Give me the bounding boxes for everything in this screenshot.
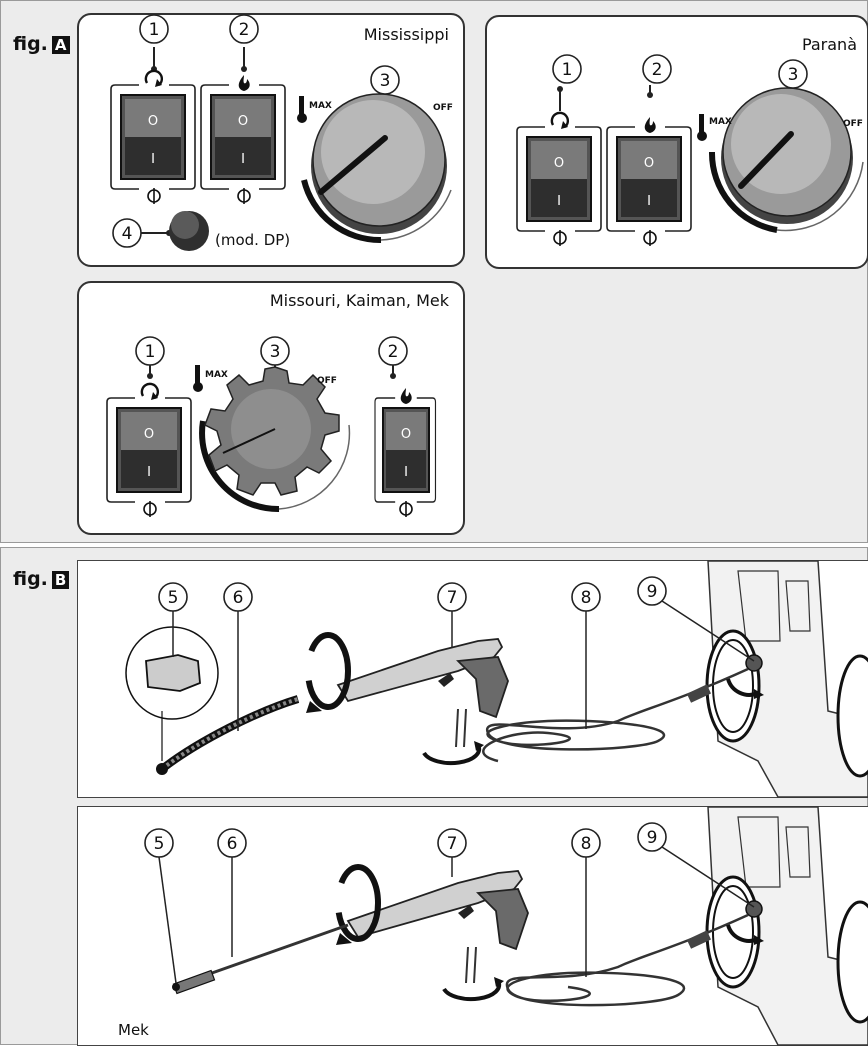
svg-text:2: 2: [239, 20, 250, 40]
pump-switch[interactable]: 1 O I: [106, 336, 192, 517]
dp-button[interactable]: 4 (mod. DP): [112, 211, 290, 251]
rotate-arrow-icon: [550, 111, 570, 128]
svg-text:O: O: [554, 156, 564, 171]
panel-title-missouri: Missouri, Kaiman, Mek: [269, 291, 449, 310]
mississippi-controls: 1 O I 2 O I: [110, 14, 453, 251]
svg-text:OFF: OFF: [317, 376, 337, 386]
parana-controls: 1 O I 2 O I: [516, 54, 864, 246]
mod-dp-label: (mod. DP): [215, 231, 290, 249]
pump-switch[interactable]: 1 O I: [110, 14, 196, 204]
svg-text:2: 2: [652, 60, 663, 80]
svg-text:I: I: [147, 465, 151, 480]
spray-gun[interactable]: [346, 870, 529, 1002]
figure-a-label: fig.A: [13, 33, 70, 55]
callouts-mek: 5 6 7 8 9: [144, 822, 755, 984]
temperature-dial[interactable]: 3 MAX OFF: [297, 65, 453, 244]
svg-text:I: I: [241, 152, 245, 167]
panel-title-parana: Paranà: [801, 35, 857, 54]
svg-text:5: 5: [168, 588, 179, 608]
nozzle-detail: [125, 626, 219, 761]
pump-switch[interactable]: 1 O I: [516, 54, 602, 246]
missouri-controls: 1 O I 3: [106, 336, 437, 517]
svg-text:8: 8: [581, 834, 592, 854]
svg-text:3: 3: [788, 65, 799, 85]
panel-parana: Paranà 1 O I 2: [485, 15, 868, 269]
thermometer-icon: [297, 96, 307, 123]
svg-text:9: 9: [647, 582, 658, 602]
rotate-arrow-icon: [144, 69, 164, 86]
svg-text:I: I: [647, 194, 651, 209]
figure-a-label-text: fig.: [13, 33, 48, 55]
svg-text:O: O: [401, 427, 411, 442]
callout-1: [139, 14, 169, 44]
svg-text:7: 7: [447, 834, 458, 854]
spray-gun[interactable]: [336, 638, 509, 766]
svg-text:O: O: [148, 114, 158, 129]
svg-text:6: 6: [233, 588, 244, 608]
svg-text:1: 1: [145, 342, 156, 362]
burner-switch[interactable]: 2 O I: [200, 14, 286, 204]
power-standby-icon: [237, 188, 251, 204]
svg-text:O: O: [238, 114, 248, 129]
svg-text:5: 5: [154, 834, 165, 854]
power-standby-icon: [143, 501, 157, 517]
svg-text:MAX: MAX: [309, 101, 332, 111]
thermometer-icon: [697, 114, 707, 141]
panel-mississippi: Mississippi 1 O I: [77, 13, 465, 267]
power-standby-icon: [553, 230, 567, 246]
figure-b-section: fig.B: [0, 547, 868, 1046]
svg-text:I: I: [557, 194, 561, 209]
flame-icon: [644, 117, 656, 133]
machine-body: [705, 560, 868, 798]
power-standby-icon: [643, 230, 657, 246]
svg-text:MAX: MAX: [205, 370, 228, 380]
svg-text:8: 8: [581, 588, 592, 608]
svg-text:3: 3: [270, 342, 281, 362]
svg-text:I: I: [151, 152, 155, 167]
power-standby-icon: [147, 188, 161, 204]
svg-text:3: 3: [380, 71, 391, 91]
assembly-mek-drawing: 5 6 7 8 9 Mek: [118, 806, 868, 1046]
figure-b-letter: B: [51, 571, 70, 589]
machine-body: [705, 806, 868, 1046]
callout-2: [229, 14, 259, 44]
svg-text:4: 4: [122, 224, 133, 244]
burner-switch[interactable]: 2 O I: [374, 336, 437, 517]
svg-text:MAX: MAX: [709, 117, 732, 127]
svg-text:OFF: OFF: [433, 103, 453, 113]
svg-text:OFF: OFF: [843, 119, 863, 129]
panel-missouri-kaiman-mek: Missouri, Kaiman, Mek 1 O I 3: [77, 281, 465, 535]
figure-b-label: fig.B: [13, 568, 70, 590]
assembly-mek: 5 6 7 8 9 Mek: [77, 806, 868, 1046]
panel-title-mississippi: Mississippi: [363, 25, 449, 44]
figure-b-label-text: fig.: [13, 568, 48, 590]
assembly-standard-drawing: 5 6 7 8 9: [125, 560, 868, 798]
thermometer-icon: [193, 365, 203, 392]
svg-text:O: O: [144, 427, 154, 442]
svg-text:O: O: [644, 156, 654, 171]
svg-text:1: 1: [562, 60, 573, 80]
mek-label: Mek: [118, 1021, 149, 1039]
flame-icon: [238, 75, 250, 91]
temperature-dial[interactable]: 3 MAX OFF: [697, 59, 864, 233]
flame-icon: [400, 388, 412, 404]
callouts-standard: 5 6 7 8 9: [158, 576, 755, 731]
svg-text:7: 7: [447, 588, 458, 608]
power-standby-icon: [399, 501, 413, 517]
svg-text:6: 6: [227, 834, 238, 854]
svg-text:I: I: [404, 465, 408, 480]
lance[interactable]: [156, 695, 300, 775]
figure-a-section: fig.A Mississippi 1 O I: [0, 0, 868, 543]
temperature-dial[interactable]: 3 MAX OFF: [193, 336, 351, 513]
lance[interactable]: [172, 923, 349, 995]
svg-text:2: 2: [388, 342, 399, 362]
assembly-standard: 5 6 7 8 9: [77, 560, 868, 798]
rotate-arrow-icon: [140, 382, 160, 399]
burner-switch[interactable]: 2 O I: [606, 54, 692, 246]
callout-1-text: 1: [149, 20, 160, 40]
figure-a-letter: A: [51, 36, 70, 54]
svg-text:9: 9: [647, 828, 658, 848]
